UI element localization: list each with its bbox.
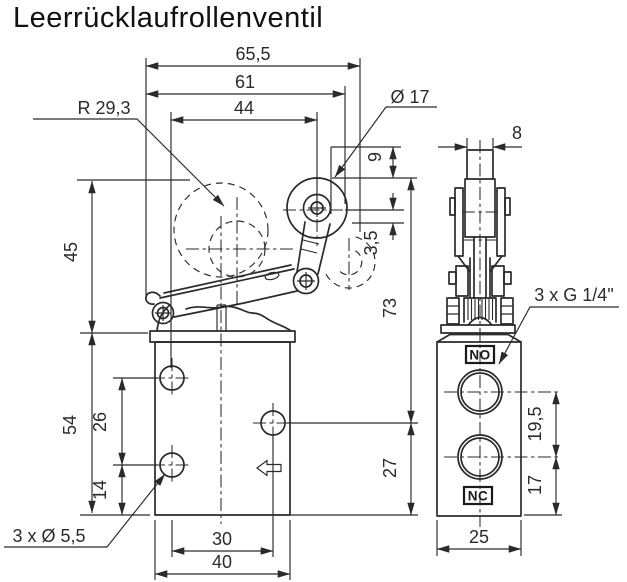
roller-centerlines (283, 172, 345, 246)
leader-3x-dia5-5 (4, 473, 166, 548)
leader-dia17 (334, 106, 437, 178)
lever-arm-top (159, 268, 295, 299)
roller-link (296, 221, 306, 273)
dim-65-5: 65,5 (235, 44, 270, 64)
dim-44: 44 (234, 98, 254, 118)
dim-3-5: 3,5 (361, 230, 381, 255)
side-bolts (446, 297, 514, 325)
exhaust-arrow-icon (256, 459, 282, 477)
dim-g14: 3 x G 1/4" (534, 285, 613, 305)
front-view (145, 172, 376, 524)
dim-r29-3: R 29,3 (77, 98, 130, 118)
dim-30: 30 (212, 529, 232, 549)
bonnet-left-edge (156, 304, 171, 332)
front-view-dimensions: 65,5 61 44 R 29,3 Ø 17 9 3,5 73 2 (4, 44, 437, 580)
leader-g14 (498, 306, 619, 365)
roller-lever (145, 172, 376, 325)
dim-25: 25 (469, 527, 489, 547)
dim-27: 27 (380, 458, 400, 478)
roller-phantom-position (173, 182, 376, 305)
bonnet-base-side (440, 324, 516, 334)
lever-joint (292, 267, 320, 295)
dim-dia17: Ø 17 (390, 87, 429, 107)
dim-14: 14 (90, 480, 110, 500)
nc-label: NC (468, 489, 489, 504)
lever-arm-bottom (173, 290, 298, 318)
dim-73: 73 (380, 298, 400, 318)
mounting-hole-lower-left (152, 445, 192, 485)
dim-9: 9 (365, 152, 385, 162)
dim-54: 54 (60, 415, 80, 435)
body-flange-front (149, 330, 296, 343)
no-label: NO (469, 348, 490, 363)
dim-61: 61 (235, 72, 255, 92)
valve-body-front (154, 341, 291, 516)
body-top-chamfer (436, 333, 522, 343)
dim-26: 26 (90, 412, 110, 432)
bonnet-top-edge (185, 305, 292, 332)
label-no: NO (464, 344, 496, 365)
arm-slot (264, 271, 280, 281)
label-nc: NC (462, 485, 494, 506)
return-hook (145, 291, 161, 305)
dim-3x-dia5-5: 3 x Ø 5,5 (12, 526, 85, 546)
dim-19-5: 19,5 (525, 406, 545, 441)
fork-arms (454, 187, 506, 257)
dim-8: 8 (512, 123, 522, 143)
spring-side (463, 297, 497, 325)
mounting-hole-upper-left (152, 358, 192, 398)
dim-17: 17 (525, 475, 545, 495)
port-centerlines (444, 391, 560, 458)
side-view: NO NC (436, 140, 560, 527)
side-view-dimensions: 8 3 x G 1/4" 19,5 17 25 (436, 123, 619, 556)
dim-45: 45 (61, 242, 81, 262)
lever-pivot (151, 301, 175, 325)
dim-40: 40 (212, 552, 232, 572)
page-title: Leerrücklaufrollenventil (13, 2, 324, 34)
leader-r29-3 (33, 118, 225, 207)
valve-body-side (436, 341, 522, 517)
